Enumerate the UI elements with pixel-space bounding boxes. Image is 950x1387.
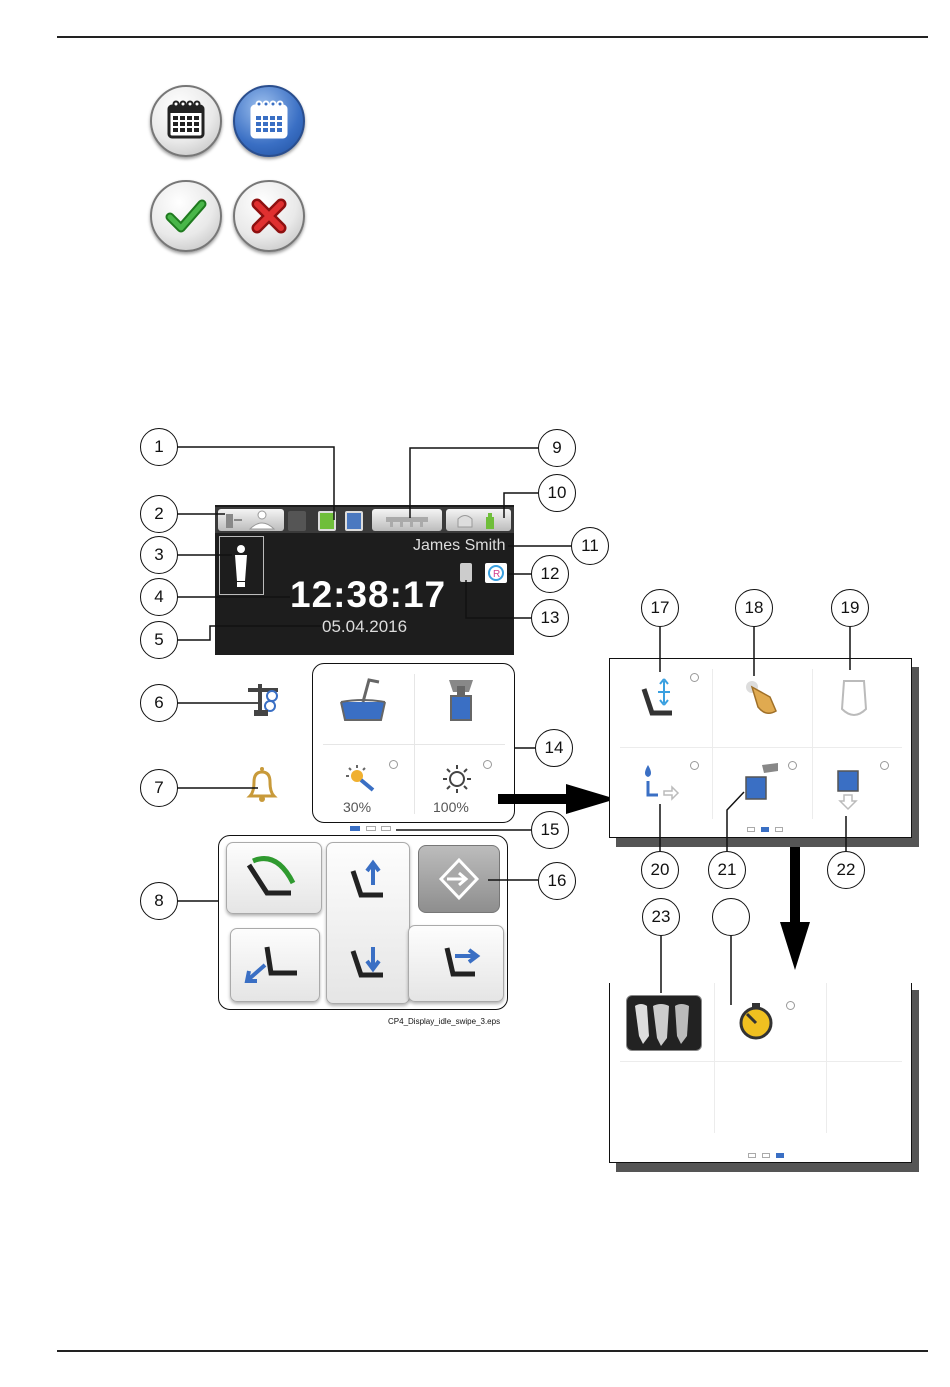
callout-1: 1: [140, 428, 178, 466]
callout-15: 15: [531, 811, 569, 849]
callout-8: 8: [140, 882, 178, 920]
callout-16: 16: [538, 862, 576, 900]
callout-11: 11: [571, 527, 609, 565]
callout-2: 2: [140, 495, 178, 533]
callout-22: 22: [827, 851, 865, 889]
callout-18: 18: [735, 589, 773, 627]
callout-14: 14: [535, 729, 573, 767]
callout-21: 21: [708, 851, 746, 889]
callout-9: 9: [538, 429, 576, 467]
callout-12: 12: [531, 555, 569, 593]
callout-17: 17: [641, 589, 679, 627]
callout-5: 5: [140, 621, 178, 659]
callout-19: 19: [831, 589, 869, 627]
callout-6: 6: [140, 684, 178, 722]
callout-10: 10: [538, 474, 576, 512]
callout-13: 13: [531, 599, 569, 637]
callout-3: 3: [140, 536, 178, 574]
callout-blank: [712, 898, 750, 936]
callout-23: 23: [642, 898, 680, 936]
callout-20: 20: [641, 851, 679, 889]
callout-4: 4: [140, 578, 178, 616]
callout-7: 7: [140, 769, 178, 807]
